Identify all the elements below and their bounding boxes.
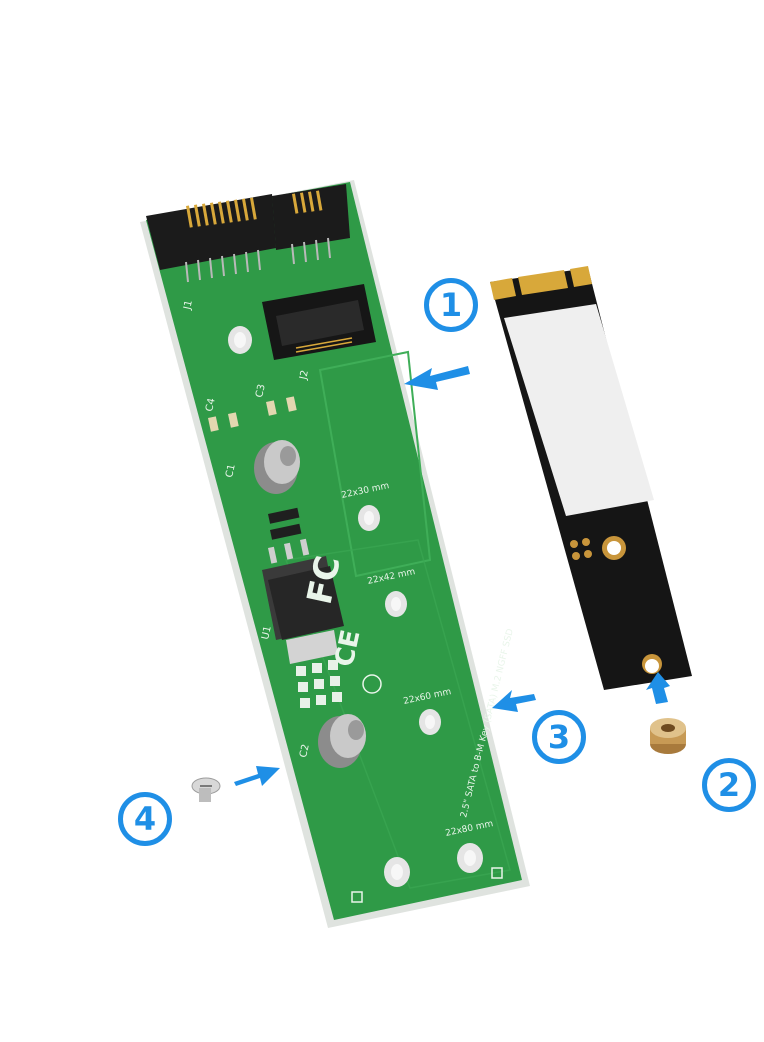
test-pads [296, 660, 342, 708]
m2-ssd [490, 266, 692, 690]
mounting-holes [228, 326, 483, 887]
step-1-badge: 1 [424, 278, 478, 332]
brass-standoff [650, 718, 686, 754]
m2-slot [262, 284, 376, 360]
label-j1: J1 [182, 299, 195, 311]
mounting-screw [191, 777, 221, 802]
capacitor-c1 [254, 440, 300, 494]
label-c4: C4 [204, 397, 218, 412]
pcb-body [146, 182, 522, 920]
adapter-board: J1 J2 U1 C1 C2 C3 C4 22x30 mm 22x42 mm 2… [140, 180, 530, 928]
voltage-regulator [262, 538, 344, 664]
step-2-badge: 2 [702, 758, 756, 812]
arrow-insert-ssd [404, 366, 470, 390]
label-u1: U1 [260, 625, 274, 641]
step-4-badge: 4 [118, 792, 172, 846]
label-c3: C3 [254, 383, 268, 398]
label-j2: J2 [298, 369, 311, 381]
label-c1: C1 [224, 463, 238, 478]
arrow-press-down [492, 690, 536, 712]
capacitor-c2 [318, 714, 366, 768]
arrow-standoff-up [646, 672, 670, 704]
fcc-mark: FC [300, 552, 349, 607]
step-3-badge: 3 [532, 710, 586, 764]
ssd-label [504, 304, 654, 516]
sata-connector [146, 184, 350, 283]
ssd-gold-contacts [490, 266, 592, 300]
ce-mark: CE [330, 627, 367, 669]
label-c2: C2 [298, 743, 312, 758]
arrow-screw [234, 766, 280, 786]
